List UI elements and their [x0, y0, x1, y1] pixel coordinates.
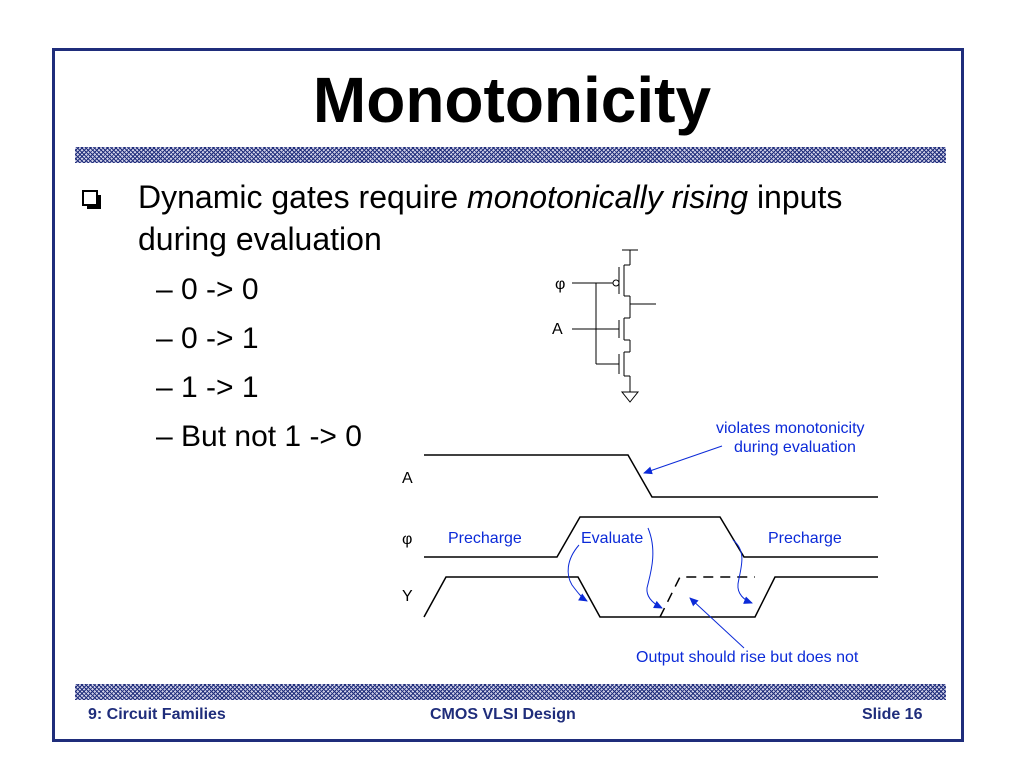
footer-course: CMOS VLSI Design: [430, 706, 576, 723]
waveform-y-left: [423, 576, 878, 618]
main-bullet: Dynamic gates require monotonically risi…: [138, 176, 938, 260]
bullet-text-after: inputs during evaluation: [138, 179, 843, 257]
arrow-precharge-left: [567, 544, 588, 602]
waveform-y-dashed: [659, 576, 755, 618]
precharge-left-label: Precharge: [448, 530, 522, 547]
bullet-text-emphasis: monotonically rising: [467, 179, 749, 215]
footer-chapter: 9: Circuit Families: [88, 706, 226, 723]
precharge-right-label: Precharge: [768, 530, 842, 547]
arrow-output: [689, 597, 745, 649]
arrow-evaluate: [646, 527, 663, 609]
footer-slide-number: Slide 16: [862, 706, 923, 723]
sub-item-0-to-1: – 0 -> 1: [156, 322, 259, 355]
violation-note-line2: during evaluation: [734, 439, 856, 456]
annotation-arrows: [567, 445, 753, 649]
slide-frame: [52, 48, 964, 742]
signal-a-label: A: [402, 470, 413, 487]
timing-waveforms: [423, 454, 878, 618]
title-divider: [75, 147, 946, 163]
schematic-a-label: A: [552, 321, 563, 338]
signal-y-label: Y: [402, 588, 413, 605]
waveform-phi: [424, 516, 878, 558]
evaluate-label: Evaluate: [581, 530, 643, 547]
schematic-phi-label: φ: [555, 276, 565, 293]
sub-item-0-to-0: – 0 -> 0: [156, 273, 259, 306]
waveform-a: [424, 454, 878, 498]
signal-phi-label: φ: [402, 531, 412, 548]
sub-item-1-to-1: – 1 -> 1: [156, 371, 259, 404]
checkbox-bullet-icon: [82, 190, 101, 209]
output-note: Output should rise but does not: [636, 649, 859, 666]
bullet-text-before: Dynamic gates require: [138, 179, 468, 215]
violation-note-line1: violates monotonicity: [716, 420, 865, 437]
dynamic-gate-schematic: [572, 249, 656, 403]
arrow-precharge-right: [732, 539, 753, 604]
footer-divider: [75, 684, 946, 700]
slide-title: Monotonicity: [312, 64, 712, 136]
sub-item-not-1-to-0: – But not 1 -> 0: [156, 420, 362, 453]
arrow-violation: [643, 445, 723, 475]
